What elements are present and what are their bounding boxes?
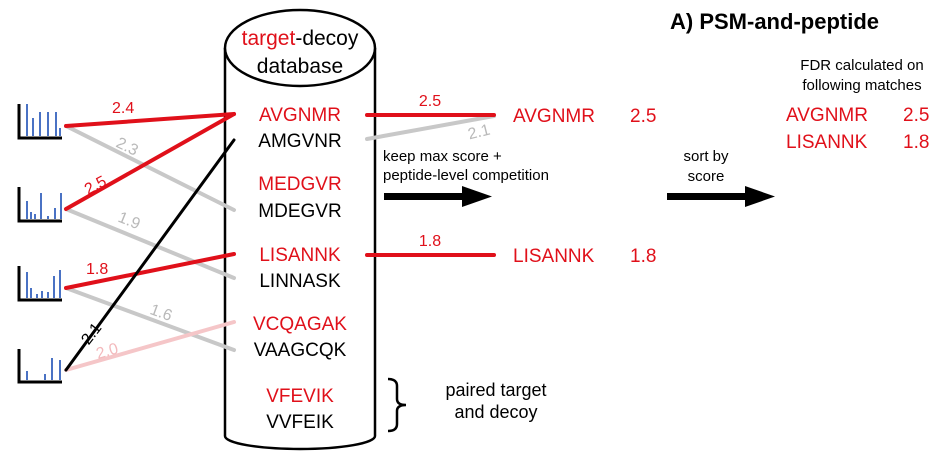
target-peptide: MEDGVR bbox=[258, 174, 341, 195]
database-label-line1: target-decoy bbox=[242, 27, 359, 50]
psm-score-label: 2.0 bbox=[94, 340, 120, 363]
decoy-peptide: AMGVNR bbox=[258, 131, 341, 152]
spectrum-icon-2 bbox=[17, 187, 62, 223]
decoy-peptide: VAAGCQK bbox=[254, 340, 347, 361]
psm-lines-decoy bbox=[64, 138, 236, 372]
psm-score-label: 2.5 bbox=[82, 173, 110, 198]
step1-text-line2: peptide-level competition bbox=[383, 167, 549, 184]
spectrum-icon-3 bbox=[17, 266, 62, 302]
peptide-level-winners: AVGNMR 2.5 LISANNK 1.8 bbox=[513, 106, 656, 267]
decoy-peptide: LINNASK bbox=[259, 271, 341, 292]
fdr-heading-line1: FDR calculated on bbox=[800, 57, 923, 74]
psm-score-label: 1.6 bbox=[148, 301, 175, 325]
peptide-pairs: AVGNMR AMGVNR MEDGVR MDEGVR LISANNK LINN… bbox=[253, 105, 347, 433]
fdr-matches: AVGNMR 2.5 LISANNK 1.8 bbox=[786, 105, 929, 153]
fdr-match-peptide: LISANNK bbox=[786, 132, 868, 153]
fdr-match-peptide: AVGNMR bbox=[786, 105, 868, 126]
step1-text-line1: keep max score + bbox=[383, 148, 502, 165]
page-title: A) PSM-and-peptide bbox=[670, 9, 879, 34]
winner-peptide: LISANNK bbox=[513, 246, 595, 267]
fdr-match-score: 2.5 bbox=[903, 105, 929, 126]
psm-score-label: 2.4 bbox=[112, 100, 134, 117]
arrow-right-icon bbox=[667, 186, 775, 207]
psm-score-label: 1.8 bbox=[86, 261, 108, 278]
target-peptide: VCQAGAK bbox=[253, 314, 347, 335]
psm-score-label: 2.3 bbox=[113, 135, 141, 160]
database-label-line2: database bbox=[257, 55, 343, 78]
decoy-peptide: MDEGVR bbox=[258, 201, 341, 222]
step2-text-line1: sort by bbox=[683, 148, 729, 165]
spectrum-icon-1 bbox=[17, 104, 62, 140]
loser-line-label: 2.1 bbox=[466, 122, 492, 144]
winner-score: 1.8 bbox=[630, 246, 656, 267]
target-peptide: LISANNK bbox=[259, 245, 341, 266]
winner-peptide: AVGNMR bbox=[513, 106, 595, 127]
winner-line-label: 2.5 bbox=[419, 93, 441, 110]
fdr-heading-line2: following matches bbox=[802, 77, 921, 94]
step2-text-line2: score bbox=[688, 168, 725, 185]
fdr-match-score: 1.8 bbox=[903, 132, 929, 153]
decoy-peptide: VVFEIK bbox=[266, 412, 334, 433]
target-peptide: AVGNMR bbox=[259, 105, 341, 126]
curly-brace-icon bbox=[387, 377, 407, 433]
pair-brace-label-line1: paired target bbox=[445, 380, 546, 400]
arrow-right-icon bbox=[384, 186, 492, 207]
winner-score: 2.5 bbox=[630, 106, 656, 127]
target-peptide: VFEVIK bbox=[266, 386, 334, 407]
psm-lines-target bbox=[64, 112, 496, 290]
psm-lines-discarded bbox=[64, 114, 496, 372]
winner-line-label: 1.8 bbox=[419, 233, 441, 250]
pair-brace-label-line2: and decoy bbox=[454, 402, 537, 422]
spectrum-icon-4 bbox=[17, 349, 62, 384]
